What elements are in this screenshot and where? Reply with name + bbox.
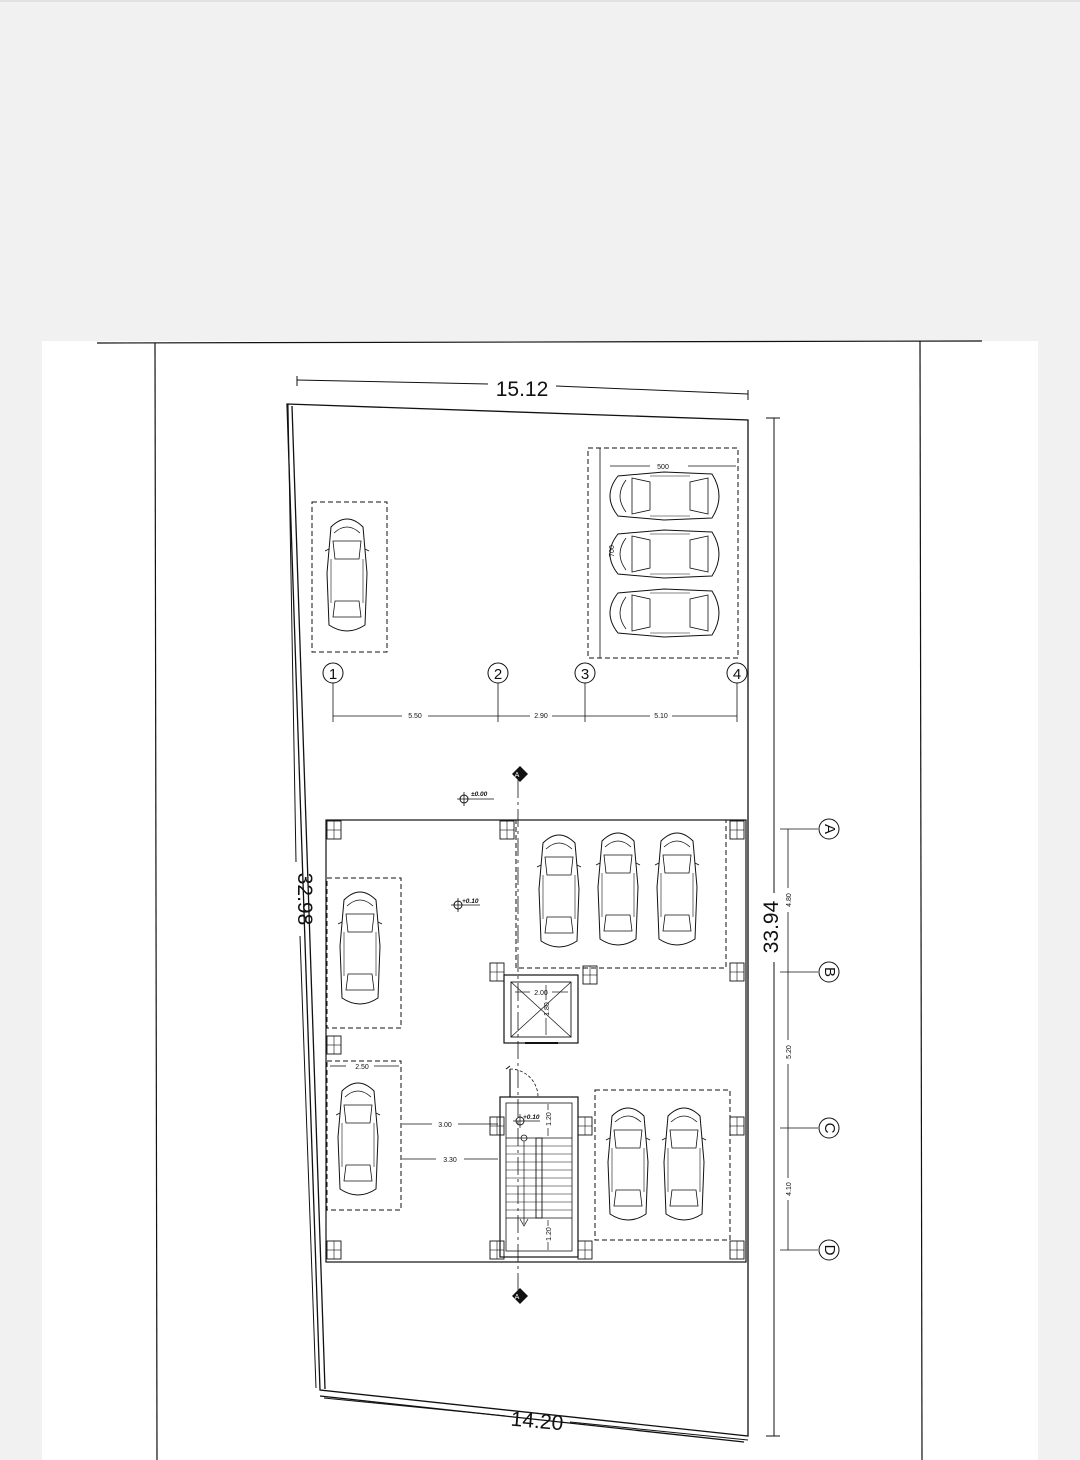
column-icon: [326, 820, 342, 840]
dimension-left-label: 32.98: [293, 873, 316, 926]
column-icon: [489, 962, 505, 982]
car-icon: [661, 1107, 707, 1221]
elevator-shaft: 2.00 1.80: [503, 974, 579, 1044]
parking-bay-left-upper: [326, 877, 402, 1029]
stair-landing-top-label: 1.20: [546, 1112, 553, 1126]
section-marker-top: A: [515, 772, 520, 779]
car-icon: [595, 832, 641, 946]
row-spacing-c-d: 4.10: [786, 1182, 793, 1196]
column-spacing-3-4: 5.10: [654, 713, 668, 720]
grid-rows: 4.80 5.20 4.10 A B C D: [780, 818, 840, 1261]
bay-width-label: 2.50: [355, 1064, 369, 1071]
column-icon: [489, 1240, 505, 1260]
car-icon: [609, 588, 720, 638]
column-icon: [582, 965, 598, 985]
dimension-bottom: 14.20: [323, 1397, 749, 1441]
level-marker-entry: ±0.00: [457, 791, 494, 806]
to-stair-1-label: 3.00: [438, 1122, 452, 1129]
parking-bay-left-lower: 2.50: [326, 1060, 402, 1211]
column-icon: [577, 1116, 593, 1136]
interior-dimensions: 3.00 3.30: [402, 1122, 498, 1164]
column-icon: [326, 1035, 342, 1055]
dimension-left: 32.98: [287, 403, 317, 1389]
car-icon: [605, 1107, 651, 1221]
sheet-frame: [96, 340, 983, 1460]
dimension-top: 15.12: [296, 376, 749, 401]
column-icon: [326, 1240, 342, 1260]
car-icon: [337, 891, 383, 1005]
parking-bay-bottom-right: [594, 1089, 731, 1241]
grid-row-d: D: [821, 1245, 838, 1256]
parking-bay-top-right: [515, 819, 727, 969]
elevator-width-label: 2.00: [534, 990, 548, 997]
section-marker-bottom: A: [515, 1294, 520, 1301]
column-icon: [729, 1116, 745, 1136]
to-stair-2-label: 3.30: [443, 1157, 457, 1164]
column-icon: [729, 1240, 745, 1260]
dimension-right-label: 33.94: [760, 900, 783, 953]
car-icon: [609, 529, 720, 579]
column-icon: [729, 820, 745, 840]
dimension-right: 33.94: [760, 417, 783, 1437]
row-spacing-a-b: 4.80: [786, 893, 793, 907]
car-icon: [536, 834, 582, 948]
parking-single-upper: [311, 501, 388, 653]
row-spacing-b-c: 5.20: [786, 1045, 793, 1059]
viewer-top-edge: [0, 0, 1080, 2]
elevator-depth-label: 1.80: [544, 1002, 551, 1016]
car-icon: [324, 518, 370, 632]
structural-columns: [326, 820, 745, 1260]
parking-cluster-upper: 500 700: [587, 447, 739, 659]
grid-col-3: 3: [581, 666, 589, 683]
column-icon: [577, 1240, 593, 1260]
grid-col-4: 4: [733, 666, 741, 683]
column-icon: [489, 1116, 505, 1136]
grid-col-2: 2: [494, 666, 502, 683]
drawing-sheet: [42, 341, 1038, 1460]
car-icon: [609, 471, 720, 521]
car-icon: [654, 832, 700, 946]
level-entry-label: ±0.00: [471, 791, 488, 798]
parking-cluster-width: 500: [657, 464, 669, 471]
column-spacing-2-3: 2.90: [534, 713, 548, 720]
dimension-top-label: 15.12: [496, 378, 549, 401]
grid-row-a: A: [821, 824, 838, 834]
dimension-bottom-label: 14.20: [510, 1408, 564, 1435]
column-spacing-1-2: 5.50: [408, 713, 422, 720]
section-line: A A: [512, 766, 528, 1304]
stair-landing-bottom-label: 1.20: [546, 1227, 553, 1241]
entry-door: [505, 1065, 539, 1098]
grid-row-b: B: [821, 967, 838, 977]
column-icon: [729, 962, 745, 982]
level-marker-floor: +0.10: [451, 898, 480, 912]
grid-row-c: C: [821, 1123, 838, 1134]
car-icon: [335, 1082, 381, 1196]
grid-col-1: 1: [329, 666, 337, 683]
stair-core: 1.20 1.20 +0.10: [499, 1096, 579, 1258]
level-stair-label: +0.10: [523, 1114, 540, 1121]
plot-boundary: [286, 403, 749, 1443]
level-floor-label: +0.10: [462, 898, 479, 905]
column-icon: [499, 820, 515, 840]
grid-columns: 1 2 3 4 5.50 2.90 5.10: [322, 662, 748, 722]
parking-cluster-height: 700: [609, 545, 616, 557]
